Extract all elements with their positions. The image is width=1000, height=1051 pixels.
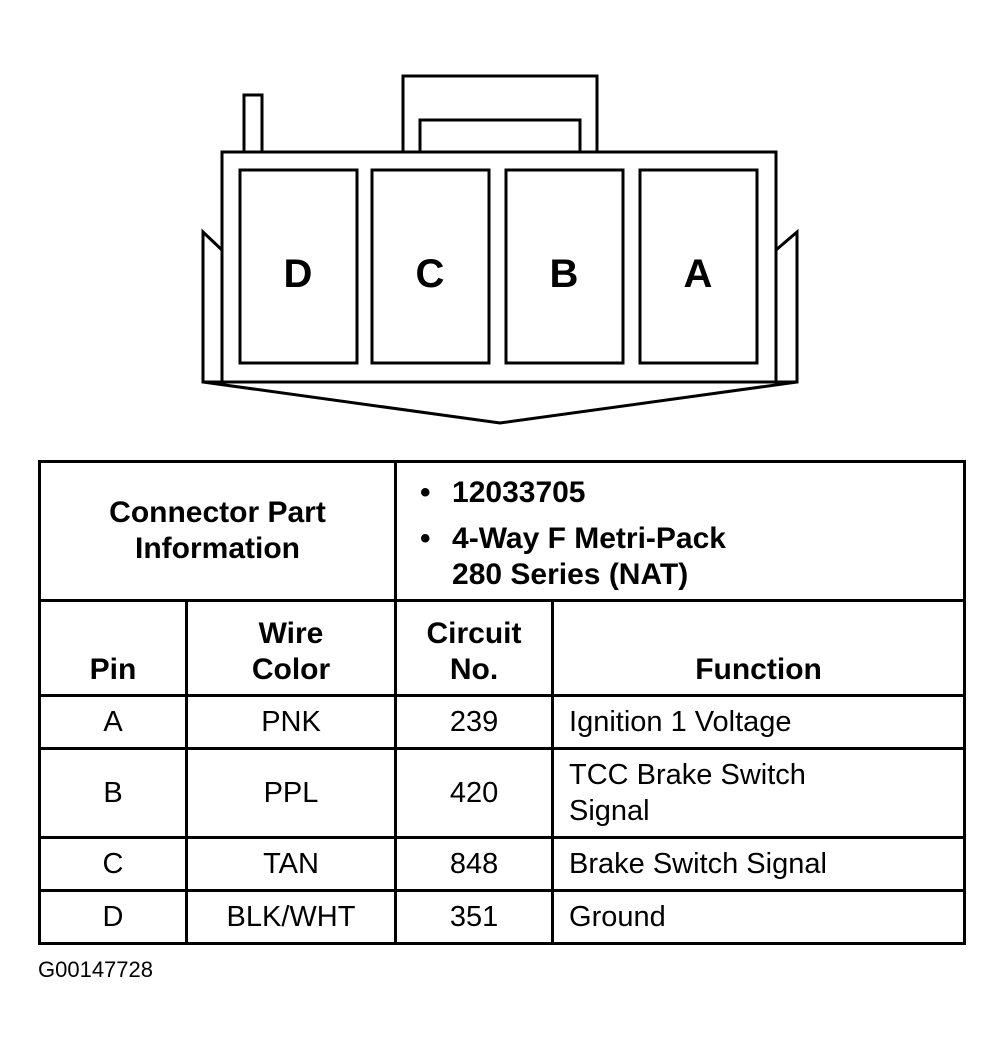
cell-wire-color: BLK/WHT [184,889,398,945]
table-row: C TAN 848 Brake Switch Signal [38,836,967,892]
cell-function: Brake Switch Signal [551,836,967,892]
part-number: 12033705 [452,476,586,509]
part-info-values: • 12033705 • 4-Way F Metri-Pack 280 Seri… [394,460,967,602]
connector-lock-tab-inner [418,118,582,152]
cavity-d [238,168,359,365]
connector-lock-tab-outer [401,74,599,154]
cell-wire-color: TAN [184,836,398,892]
cell-pin: A [38,694,188,750]
connector-latch-post [242,93,264,152]
column-header-row: Pin Wire Color Circuit No. Function [38,599,967,697]
cell-function: Ground [551,889,967,945]
cavity-a [638,168,759,365]
bullet-icon: • [420,522,431,555]
header-pin: Pin [38,599,188,697]
header-wire-color: Wire Color [184,599,398,697]
cavity-b [504,168,625,365]
cell-wire-color: PNK [184,694,398,750]
cell-pin: D [38,889,188,945]
cell-wire-color: PPL [184,747,398,839]
cell-pin: C [38,836,188,892]
bullet-icon: • [420,476,431,509]
cell-circuit: 351 [394,889,555,945]
part-info-row: Connector Part Information • 12033705 • … [37,460,967,602]
cell-circuit: 420 [394,747,555,839]
connector-bottom-bevel [202,380,798,425]
connector-type-line-1: 4-Way F Metri-Pack [452,522,726,555]
part-info-label: Connector Part Information [37,460,398,602]
connector-type-item: • 4-Way F Metri-Pack 280 Series (NAT) [420,521,963,593]
cell-circuit: 848 [394,836,555,892]
cell-function: TCC Brake Switch Signal [551,747,967,839]
cavity-group [238,168,759,365]
header-circuit-no: Circuit No. [394,599,555,697]
connector-diagram: D C B A [201,74,799,425]
table-row: D BLK/WHT 351 Ground [38,889,967,945]
cavity-label-c: C [416,252,445,296]
table-row: B PPL 420 TCC Brake Switch Signal [38,747,967,839]
cavity-label-b: B [550,252,579,296]
figure-id: G00147728 [38,957,153,982]
connector-type-line-2: 280 Series (NAT) [452,558,689,591]
table-row: A PNK 239 Ignition 1 Voltage [38,694,967,750]
cavity-label-d: D [284,252,313,296]
header-function: Function [551,599,967,697]
cell-pin: B [38,747,188,839]
connector-info-table: Connector Part Information • 12033705 • … [37,460,967,945]
cell-function: Ignition 1 Voltage [551,694,967,750]
cell-circuit: 239 [394,694,555,750]
cavity-label-a: A [684,252,713,296]
cavity-c [370,168,491,365]
part-number-item: • 12033705 [420,475,963,511]
connector-wing-left [201,228,224,384]
connector-wing-right [775,228,799,384]
